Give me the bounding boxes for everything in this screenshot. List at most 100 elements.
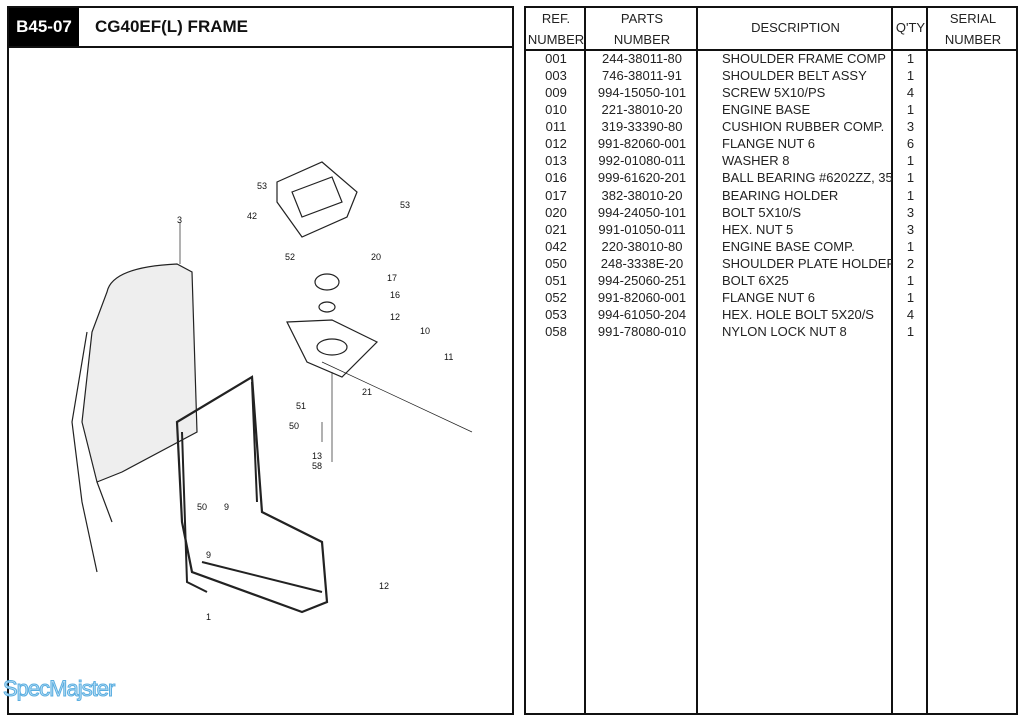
- ref-number: 053: [545, 307, 567, 323]
- description: WASHER 8: [722, 153, 790, 169]
- callout-label: 13: [312, 451, 322, 461]
- part-number: 994-25060-251: [597, 272, 687, 288]
- description: SHOULDER FRAME COMP: [722, 51, 886, 66]
- header-divider: [526, 49, 1016, 51]
- page-title: CG40EF(L) FRAME: [95, 17, 248, 36]
- ref-number: 009: [545, 85, 567, 101]
- quantity: 1: [906, 102, 915, 118]
- column-divider: [698, 8, 893, 713]
- callout-label: 53: [257, 181, 267, 191]
- description: BEARING HOLDER: [722, 187, 839, 203]
- quantity: 1: [906, 324, 915, 340]
- part-number: 991-78080-010: [597, 324, 687, 340]
- description: CUSHION RUBBER COMP.: [722, 119, 885, 135]
- column-divider: [586, 8, 698, 713]
- callout-label: 3: [177, 215, 182, 225]
- part-number: 220-38010-80: [601, 238, 683, 254]
- callout-label: 12: [390, 312, 400, 322]
- callout-label: 10: [420, 326, 430, 336]
- header-text: NUMBER: [613, 32, 671, 47]
- callout-label: 58: [312, 461, 322, 471]
- header-qty: Q'TY: [895, 20, 926, 35]
- quantity: 1: [906, 170, 915, 186]
- callout-label: 50: [197, 502, 207, 512]
- shoulder-belt-assy: [81, 263, 198, 483]
- header-parts: PARTS NUMBER: [586, 8, 698, 50]
- table-row: 051 994-25060-251 BOLT 6X25 1: [526, 272, 1016, 289]
- table-row: 001 244-38011-80 SHOULDER FRAME COMP 1: [526, 50, 1016, 67]
- ref-number: 012: [545, 136, 567, 152]
- quantity: 3: [906, 119, 915, 135]
- description: BALL BEARING #6202ZZ, 35: [722, 170, 892, 186]
- shoulder-frame: [175, 375, 329, 614]
- table-row: 052 991-82060-001 FLANGE NUT 6 1: [526, 289, 1016, 306]
- ref-number: 021: [545, 221, 567, 237]
- quantity: 1: [906, 289, 915, 305]
- description: BOLT 5X10/S: [722, 204, 802, 220]
- quantity: 1: [906, 51, 915, 66]
- description: HEX. HOLE BOLT 5X20/S: [722, 307, 874, 323]
- quantity: 6: [906, 136, 915, 152]
- table-row: 021 991-01050-011 HEX. NUT 5 3: [526, 221, 1016, 238]
- callout-label: 20: [371, 252, 381, 262]
- header-ref: REF.NUMBER: [526, 8, 586, 50]
- header-text: SERIAL: [949, 11, 997, 26]
- diagram-header: B45-07 CG40EF(L) FRAME: [9, 8, 512, 48]
- exploded-parts-diagram: 53 42 53 3 52 20 17 16 12 10 11 21 51 50…: [71, 161, 473, 622]
- callout-label: 52: [285, 252, 295, 262]
- header-text: NUMBER: [944, 32, 1002, 47]
- header-description: DESCRIPTION: [751, 20, 840, 35]
- callout-label: 1: [206, 612, 211, 622]
- quantity: 3: [906, 204, 915, 220]
- callout-label: 53: [400, 200, 410, 210]
- header-serial: SERIAL NUMBER: [928, 8, 1018, 50]
- ref-number: 058: [545, 324, 567, 340]
- part-number: 991-82060-001: [597, 289, 687, 305]
- ref-number: 052: [545, 289, 567, 305]
- ref-number: 050: [545, 255, 567, 271]
- part-number: 992-01080-011: [598, 153, 686, 169]
- header-text: PARTS: [620, 11, 664, 26]
- ref-number: 042: [545, 238, 567, 254]
- description: SHOULDER BELT ASSY: [722, 68, 867, 84]
- callout-label: 16: [390, 290, 400, 300]
- description: BOLT 6X25: [722, 272, 789, 288]
- quantity: 1: [906, 272, 915, 288]
- part-number: 991-01050-011: [598, 221, 686, 237]
- column-divider: [526, 8, 586, 713]
- ref-number: 011: [545, 119, 567, 135]
- callout-label: 9: [206, 550, 211, 560]
- ref-number: 051: [545, 272, 567, 288]
- header-text: NUMBER: [527, 32, 585, 47]
- quantity: 4: [906, 307, 915, 323]
- quantity: 1: [906, 187, 915, 203]
- ref-number: 001: [545, 51, 567, 66]
- bearing-holder: [314, 273, 340, 291]
- quantity: 2: [906, 255, 915, 271]
- description: ENGINE BASE: [722, 102, 811, 118]
- description: HEX. NUT 5: [722, 221, 794, 237]
- callout-label: 9: [224, 502, 229, 512]
- part-number: 221-38010-20: [601, 102, 683, 118]
- part-number: 248-3338E-20: [600, 255, 684, 271]
- description: SCREW 5X10/PS: [722, 85, 826, 101]
- ref-number: 016: [545, 170, 567, 186]
- part-number: 994-15050-101: [597, 85, 687, 101]
- description: NYLON LOCK NUT 8: [722, 324, 847, 340]
- part-number: 244-38011-80: [602, 51, 682, 66]
- ref-number: 020: [545, 204, 567, 220]
- quantity: 3: [906, 221, 915, 237]
- description: FLANGE NUT 6: [722, 289, 815, 305]
